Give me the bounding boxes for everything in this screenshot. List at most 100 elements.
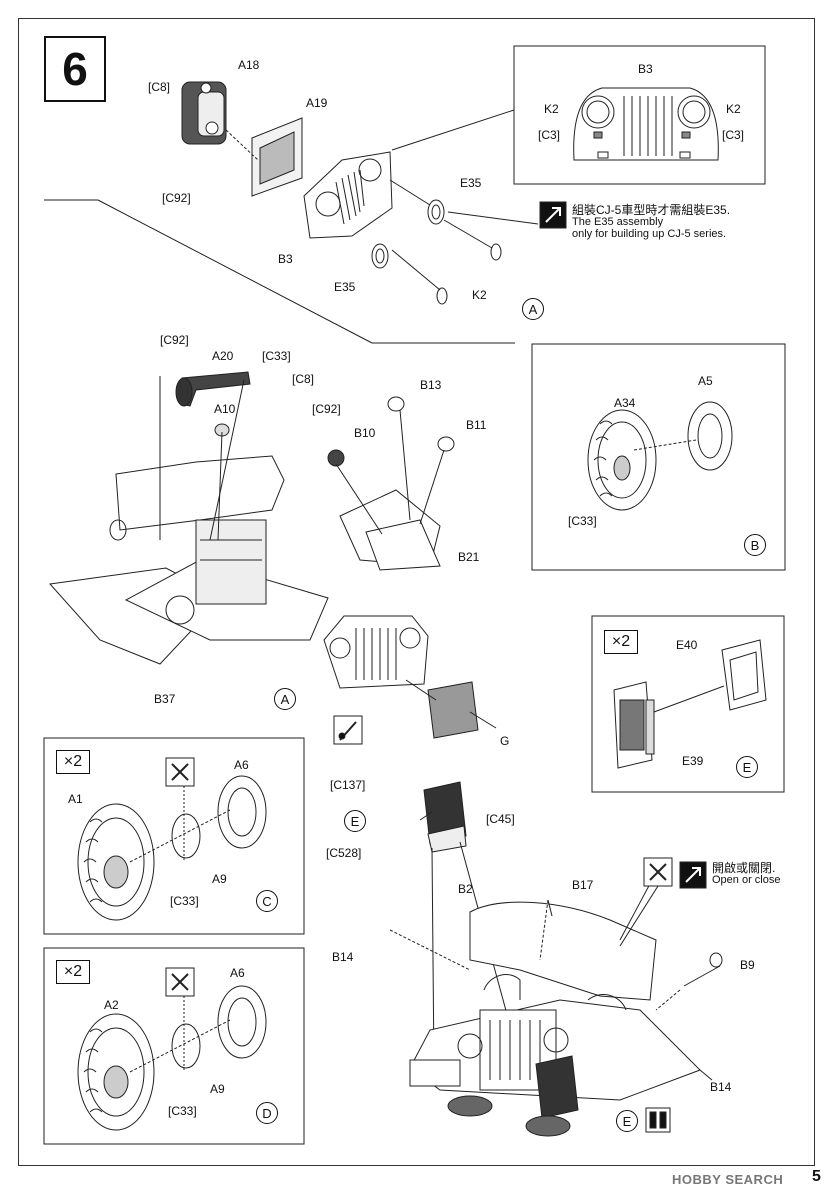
part-b9	[709, 952, 723, 968]
note-e35-zh: 組裝CJ-5車型時才需組裝E35.	[572, 203, 731, 217]
multiplier-d: ×2	[56, 960, 90, 984]
label-c92-b10: [C92]	[312, 402, 341, 416]
label-c137: [C137]	[330, 778, 366, 792]
disc-a9-d	[171, 1023, 201, 1069]
headlight-housing-a18	[181, 81, 227, 145]
label-b9: B9	[740, 958, 755, 972]
label-b14-right: B14	[710, 1080, 732, 1094]
label-a5: A5	[698, 374, 713, 388]
label-a1: A1	[68, 792, 83, 806]
label-c33-c: [C33]	[170, 894, 199, 908]
inset-label-b3: B3	[638, 62, 653, 76]
part-b10	[327, 449, 345, 467]
note-open-en: Open or close	[712, 874, 781, 886]
grille-b3	[303, 151, 393, 239]
label-a10: A10	[214, 402, 236, 416]
page-frame	[18, 18, 815, 1166]
wheel-a34	[587, 409, 657, 511]
jerrycan-holder-e39	[613, 681, 655, 769]
inset-box-wheel-d	[43, 947, 305, 1145]
inset-label-k2-right: K2	[726, 102, 741, 116]
label-b14-left: B14	[332, 950, 354, 964]
inset-box-jerrycan	[591, 615, 785, 793]
label-e40: E40	[676, 638, 698, 652]
multiplier-c: ×2	[56, 750, 90, 774]
inset-box-wheel-b	[531, 343, 786, 571]
callout-c: C	[256, 890, 278, 912]
part-b13	[387, 396, 405, 412]
page-number: 5	[812, 1168, 821, 1185]
ring-e35-lower-inner	[375, 248, 385, 264]
label-a9-d: A9	[210, 1082, 225, 1096]
label-e35-lower: E35	[334, 280, 356, 294]
label-a34: A34	[614, 396, 636, 410]
label-c92-mid: [C92]	[160, 333, 189, 347]
callout-e-bottom: E	[616, 1110, 638, 1132]
callout-a-top: A	[522, 298, 544, 320]
step-number: 6	[44, 36, 106, 102]
label-b2: B2	[458, 882, 473, 896]
air-cleaner-a20	[175, 371, 251, 437]
note-e35-en-1: The E35 assembly	[572, 216, 664, 228]
label-b11: B11	[466, 418, 487, 432]
label-b3: B3	[278, 252, 293, 266]
label-g: G	[500, 734, 510, 748]
callout-e-box: E	[736, 756, 758, 778]
grille-front-a	[323, 615, 429, 689]
callout-e-tank: E	[344, 810, 366, 832]
tire-a6	[217, 775, 267, 849]
label-c528: [C528]	[326, 846, 362, 860]
label-c92-top: [C92]	[162, 191, 191, 205]
inset-label-c3-left: [C3]	[538, 128, 561, 142]
callout-a-mid: A	[274, 688, 296, 710]
label-a6-d: A6	[230, 966, 245, 980]
inset-label-c3-right: [C3]	[722, 128, 745, 142]
label-c33-b: [C33]	[568, 514, 597, 528]
label-b37: B37	[154, 692, 176, 706]
note-e35-en-2: only for building up CJ-5 series.	[572, 228, 727, 240]
label-e39: E39	[682, 754, 704, 768]
label-a2: A2	[104, 998, 119, 1012]
wheel-a2	[77, 1013, 155, 1131]
note-e35: 組裝CJ-5車型時才需組裝E35. The E35 assembly only …	[572, 204, 730, 240]
label-c45: [C45]	[486, 812, 515, 826]
divider-line	[97, 199, 373, 344]
vehicle-body-b2	[409, 901, 701, 1137]
inset-grille-b3	[573, 87, 719, 161]
label-b17: B17	[572, 878, 594, 892]
tire-a5	[687, 401, 733, 471]
ring-e35-upper	[427, 199, 445, 225]
label-c33-mid: [C33]	[262, 349, 291, 363]
inset-box-grille	[513, 45, 766, 185]
label-a6-c: A6	[234, 758, 249, 772]
label-b21: B21	[458, 550, 480, 564]
callout-d: D	[256, 1102, 278, 1124]
label-e35-upper: E35	[460, 176, 482, 190]
part-b17	[547, 899, 553, 917]
inset-label-k2-left: K2	[544, 102, 559, 116]
inset-box-wheel-c	[43, 737, 305, 935]
mesh-g	[427, 681, 479, 739]
multiplier-e: ×2	[604, 630, 638, 654]
part-b11	[437, 436, 455, 452]
label-k2: K2	[472, 288, 487, 302]
jerrycan-bracket-e40	[721, 639, 767, 711]
callout-b: B	[744, 534, 766, 556]
label-a20: A20	[212, 349, 234, 363]
note-open-zh: 開啟或關閉.	[712, 861, 776, 875]
label-c33-d: [C33]	[168, 1104, 197, 1118]
note-open-close: 開啟或關閉. Open or close	[712, 862, 780, 886]
label-b13: B13	[420, 378, 442, 392]
lens-k2-lower	[436, 287, 448, 305]
ring-e35-lower	[371, 243, 389, 269]
label-a9-c: A9	[212, 872, 227, 886]
label-c8-mid: [C8]	[292, 372, 315, 386]
tire-a6-d	[217, 985, 267, 1059]
jerrycan-part	[423, 781, 467, 853]
watermark-source: HOBBY SEARCH	[672, 1172, 784, 1187]
label-a18: A18	[238, 58, 260, 72]
label-c8-top: [C8]	[148, 80, 171, 94]
label-b10: B10	[354, 426, 376, 440]
wheel-a1	[77, 803, 155, 921]
